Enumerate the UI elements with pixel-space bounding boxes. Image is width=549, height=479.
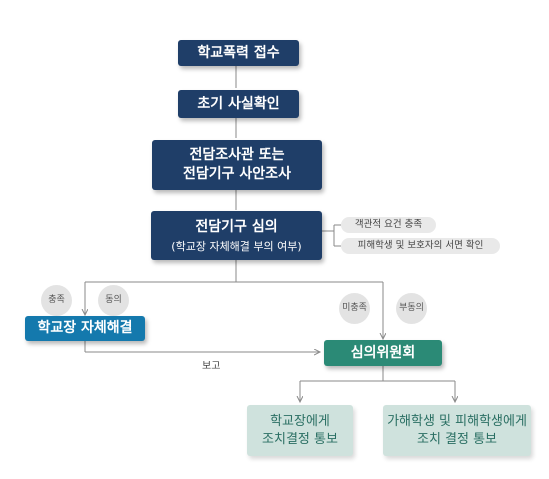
initial-check-step: 초기 사실확인 bbox=[178, 90, 299, 118]
condition-badge-agree: 동의 bbox=[98, 285, 129, 316]
report-step-label: 학교폭력 접수 bbox=[197, 44, 280, 61]
condition-agree-text: 동의 bbox=[105, 295, 122, 305]
notice-school-step: 학교장에게 조치결정 통보 bbox=[247, 405, 353, 456]
criteria-pill-written-confirmation: 피해학생 및 보호자의 서면 확인 bbox=[341, 238, 500, 254]
review-title: 전담기구 심의 bbox=[195, 218, 278, 235]
notice-students-line2: 조치 결정 통보 bbox=[416, 431, 498, 447]
investigation-label-line2: 전담기구 사안조사 bbox=[183, 166, 291, 182]
committee-step: 심의위원회 bbox=[324, 340, 442, 366]
criteria-written-confirmation-text: 피해학생 및 보호자의 서면 확인 bbox=[357, 240, 484, 251]
notice-students-step: 가해학생 및 피해학생에게 조치 결정 통보 bbox=[383, 405, 531, 456]
self-resolution-step: 학교장 자체해결 bbox=[25, 316, 145, 341]
criteria-objective-text: 객관적 요건 충족 bbox=[354, 219, 423, 230]
notice-school-line2: 조치결정 통보 bbox=[262, 431, 338, 447]
self-resolution-label: 학교장 자체해결 bbox=[37, 320, 133, 336]
committee-label: 심의위원회 bbox=[350, 344, 416, 361]
notice-students-line1: 가해학생 및 피해학생에게 bbox=[387, 413, 527, 429]
condition-badge-met: 충족 bbox=[41, 285, 72, 316]
condition-met-text: 충족 bbox=[48, 295, 65, 305]
report-step: 학교폭력 접수 bbox=[178, 40, 299, 66]
investigation-label-line1: 전담조사관 또는 bbox=[189, 147, 285, 163]
review-subtitle: (학교장 자체해결 부의 여부) bbox=[171, 239, 302, 253]
initial-check-label: 초기 사실확인 bbox=[197, 95, 280, 112]
condition-badge-disagree: 부동의 bbox=[396, 293, 427, 324]
investigation-step: 전담조사관 또는 전담기구 사안조사 bbox=[152, 140, 322, 190]
condition-not-met-text: 미충족 bbox=[342, 303, 367, 313]
criteria-pill-objective: 객관적 요건 충족 bbox=[341, 217, 436, 233]
report-edge-label: 보고 bbox=[202, 361, 221, 372]
condition-disagree-text: 부동의 bbox=[399, 303, 424, 313]
condition-badge-not-met: 미충족 bbox=[339, 293, 370, 324]
review-step: 전담기구 심의 (학교장 자체해결 부의 여부) bbox=[151, 211, 322, 260]
notice-school-line1: 학교장에게 bbox=[270, 413, 330, 429]
